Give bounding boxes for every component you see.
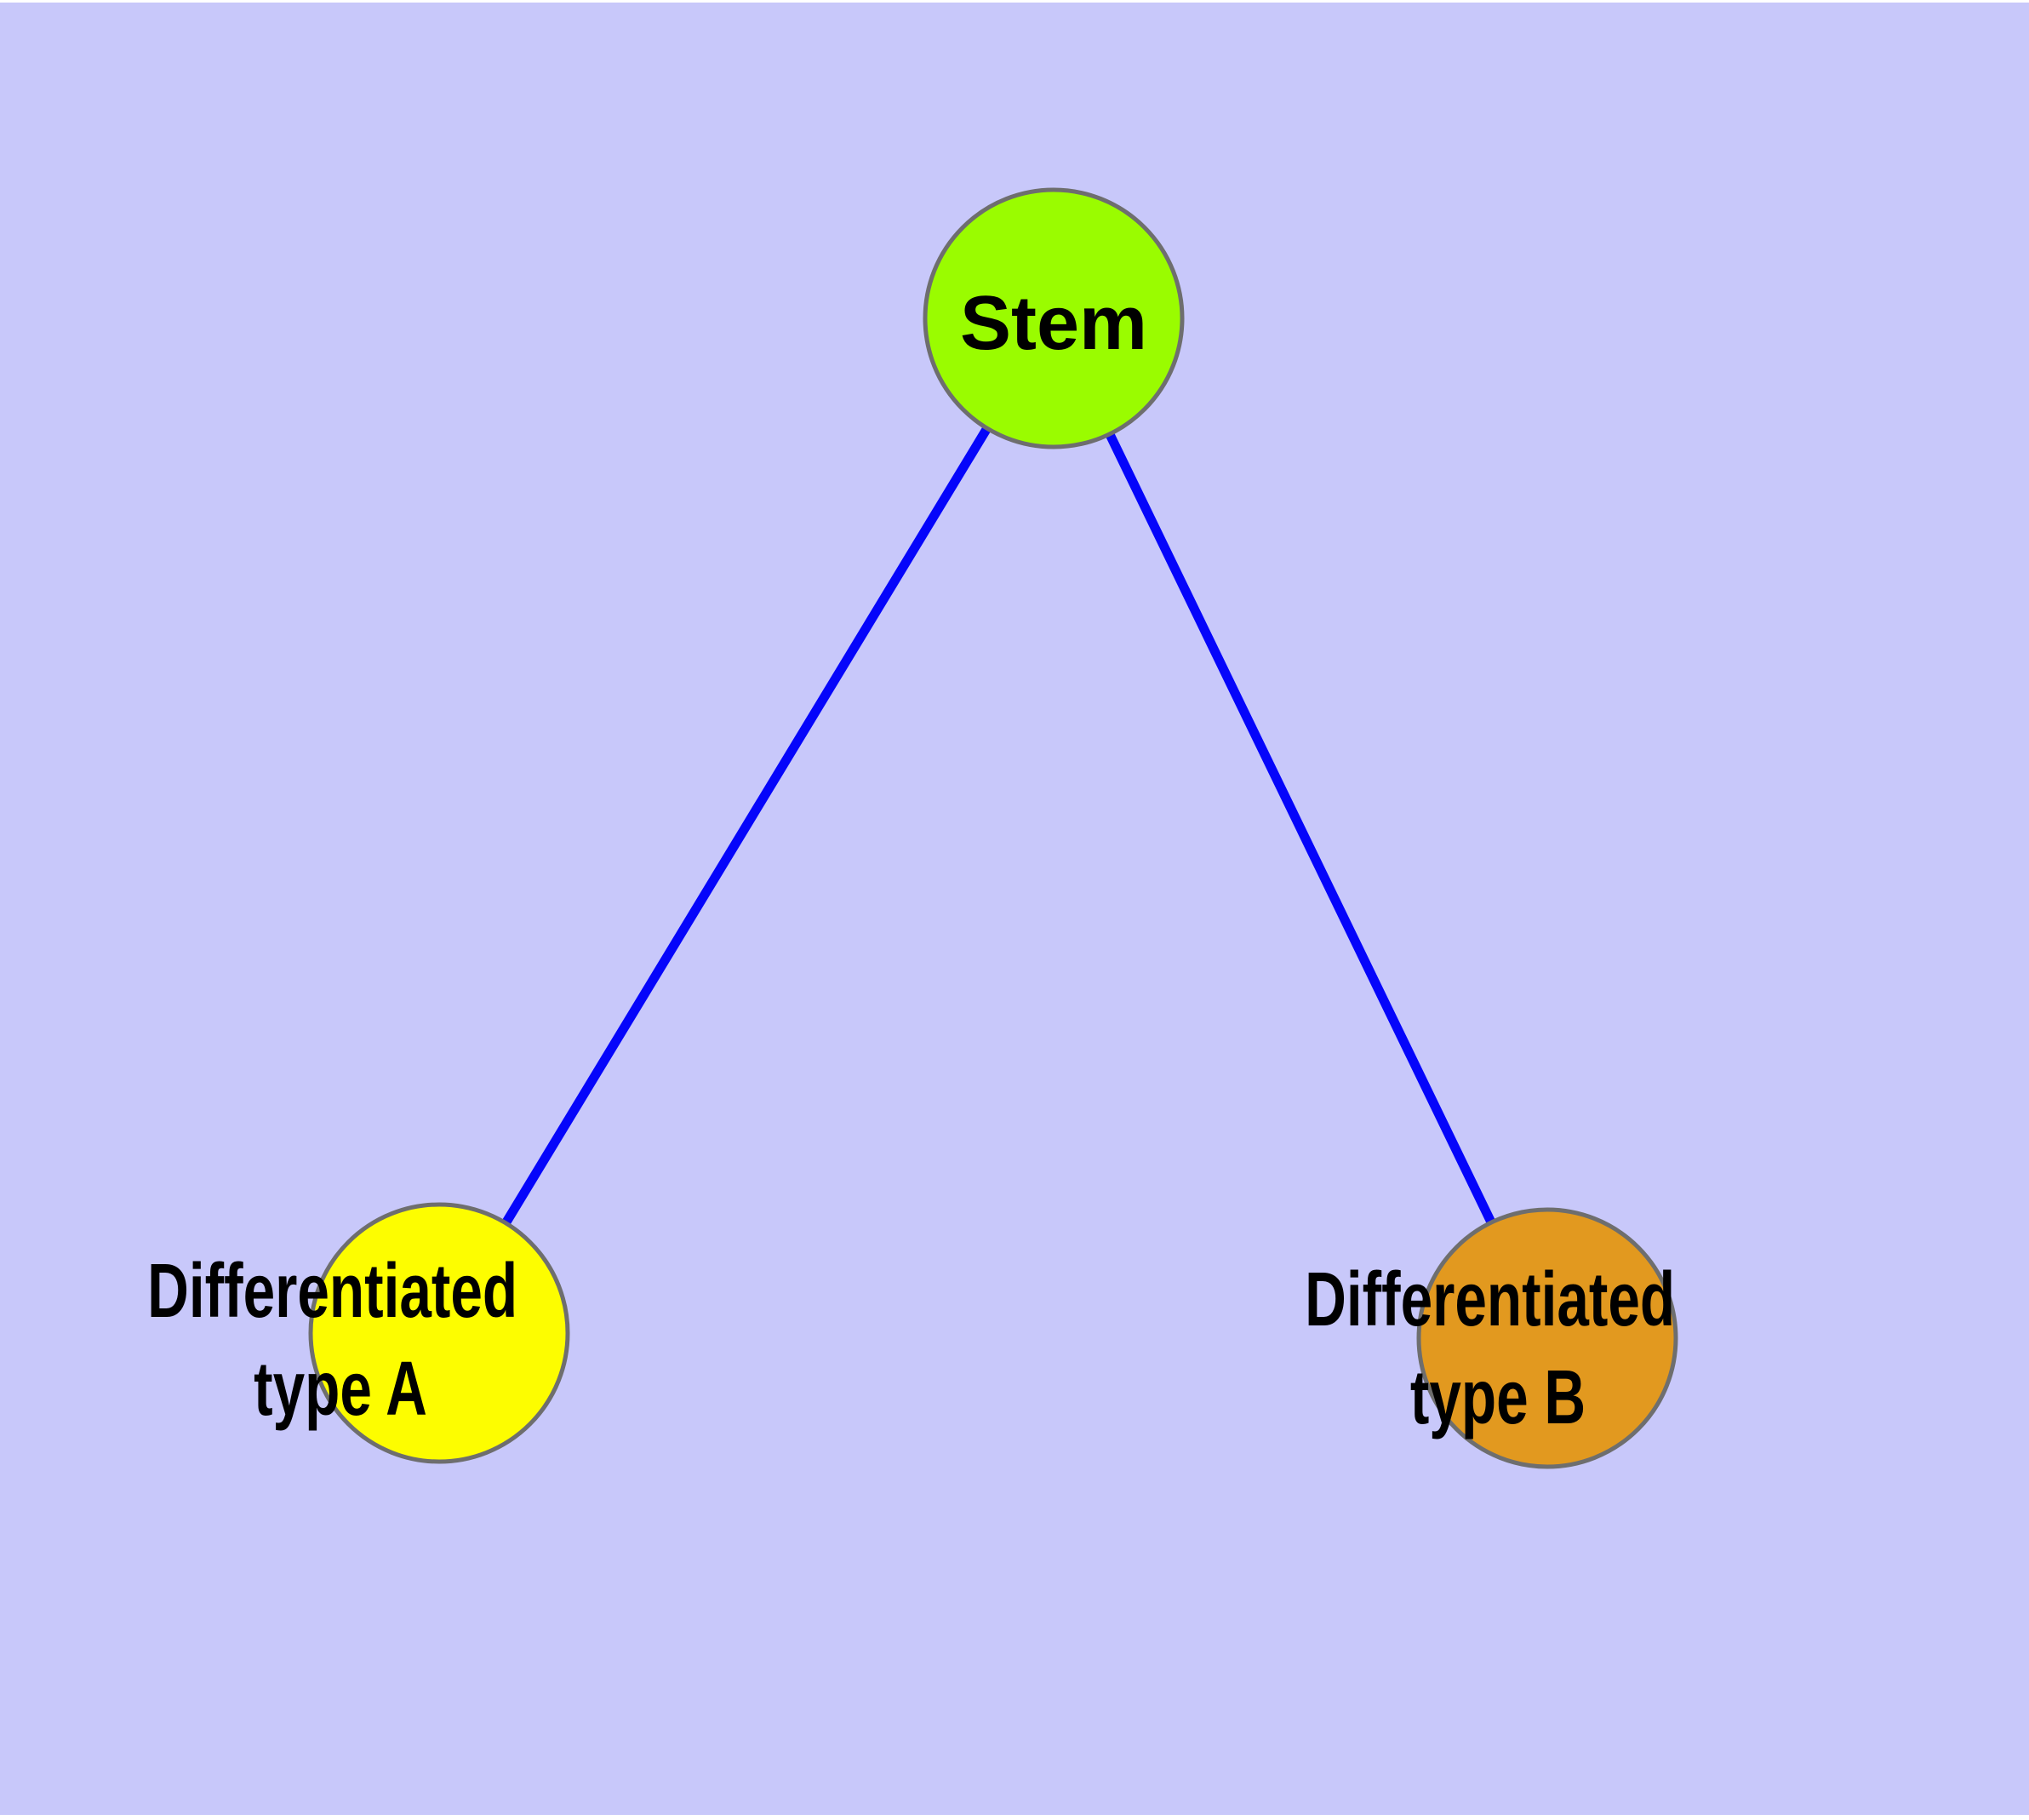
label-line-differentiated-a: Differentiated [147, 1248, 517, 1334]
node-label-differentiated-type-a: Differentiated type A [147, 1248, 534, 1432]
label-line-type-a: type A [254, 1346, 427, 1432]
node-stem [923, 187, 1185, 449]
node-label-stem: Stem [960, 281, 1147, 366]
edge-stem-to-type-b [1049, 313, 1552, 1343]
node-label-differentiated-type-b: Differentiated type B [1305, 1256, 1691, 1440]
label-line-type-b: type B [1410, 1354, 1586, 1440]
node-differentiated-type-b [1416, 1207, 1678, 1469]
label-line-differentiated-b: Differentiated [1305, 1256, 1675, 1342]
node-differentiated-type-a [308, 1202, 570, 1464]
edge-stem-to-type-a [434, 313, 1059, 1338]
